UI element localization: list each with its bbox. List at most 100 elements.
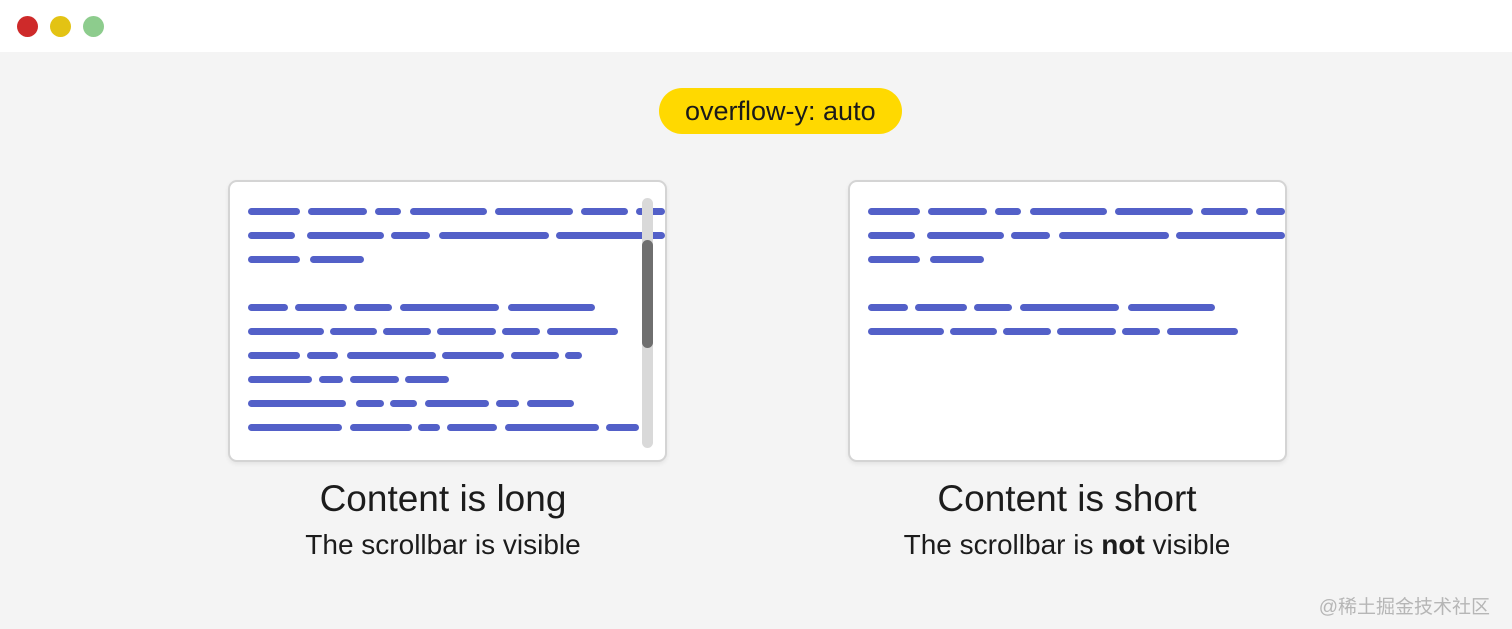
- skeleton-space: [343, 376, 350, 383]
- skeleton-space: [967, 304, 974, 311]
- skeleton-segment: [868, 232, 915, 239]
- skeleton-segment: [995, 208, 1022, 215]
- skeleton-segment: [356, 400, 384, 407]
- close-window-button[interactable]: [17, 16, 38, 37]
- skeleton-segment: [447, 424, 497, 431]
- skeleton-space: [401, 208, 409, 215]
- skeleton-segment: [1201, 208, 1248, 215]
- caption-long-title: Content is long: [319, 478, 567, 519]
- caption-long-subtitle: The scrollbar is visible: [163, 527, 723, 563]
- skeleton-segment: [1058, 232, 1169, 239]
- skeleton-space: [342, 424, 350, 431]
- skeleton-segment: [248, 232, 295, 239]
- skeleton-space: [920, 256, 930, 263]
- window-titlebar: [0, 0, 1512, 52]
- skeleton-segment: [606, 424, 639, 431]
- maximize-window-button[interactable]: [83, 16, 104, 37]
- skeleton-space: [920, 208, 928, 215]
- skeleton-space: [440, 424, 447, 431]
- skeleton-content-short: [868, 208, 1285, 460]
- skeleton-segment: [527, 400, 574, 407]
- skeleton-row: [248, 424, 665, 431]
- skeleton-row: [248, 256, 665, 263]
- skeleton-segment: [347, 352, 436, 359]
- skeleton-segment: [248, 208, 301, 215]
- skeleton-segment: [319, 376, 343, 383]
- skeleton-row: [248, 328, 665, 335]
- skeleton-segment: [950, 328, 997, 335]
- skeleton-space: [1248, 208, 1256, 215]
- vertical-scrollbar-thumb[interactable]: [642, 240, 653, 348]
- skeleton-segment: [308, 208, 367, 215]
- caption-short-subtitle-before: The scrollbar is: [903, 529, 1102, 560]
- skeleton-content-long: [248, 208, 665, 460]
- skeleton-segment: [495, 208, 574, 215]
- skeleton-space: [573, 208, 581, 215]
- caption-short-title: Content is short: [937, 478, 1197, 519]
- skeleton-segment: [409, 208, 487, 215]
- skeleton-segment: [307, 352, 338, 359]
- caption-long: Content is long The scrollbar is visible: [163, 476, 723, 563]
- skeleton-segment: [248, 352, 300, 359]
- skeleton-space: [599, 424, 606, 431]
- skeleton-space: [1021, 208, 1029, 215]
- skeleton-segment: [1057, 328, 1116, 335]
- vertical-scrollbar-track[interactable]: [642, 198, 653, 448]
- caption-short: Content is short The scrollbar is not vi…: [787, 476, 1347, 563]
- skeleton-segment: [248, 376, 312, 383]
- skeleton-space: [504, 352, 511, 359]
- skeleton-space: [1012, 304, 1020, 311]
- skeleton-row: [248, 376, 665, 383]
- skeleton-space: [347, 304, 354, 311]
- skeleton-space: [1107, 208, 1115, 215]
- skeleton-space: [489, 400, 496, 407]
- skeleton-space: [499, 304, 508, 311]
- traffic-light-buttons: [17, 16, 104, 37]
- skeleton-row: [868, 232, 1285, 239]
- skeleton-segment: [248, 400, 346, 407]
- skeleton-segment: [1122, 328, 1160, 335]
- skeleton-space: [519, 400, 527, 407]
- scroll-demo-card-short[interactable]: [848, 180, 1287, 462]
- skeleton-segment: [1003, 328, 1051, 335]
- skeleton-segment: [868, 328, 944, 335]
- skeleton-row: [868, 256, 1285, 263]
- skeleton-segment: [868, 304, 908, 311]
- skeleton-space: [392, 304, 400, 311]
- skeleton-space: [549, 232, 557, 239]
- caption-short-subtitle: The scrollbar is not visible: [787, 527, 1347, 563]
- skeleton-segment: [310, 256, 364, 263]
- skeleton-row: [248, 232, 665, 239]
- skeleton-segment: [354, 304, 392, 311]
- skeleton-space: [1119, 304, 1128, 311]
- skeleton-space: [300, 256, 310, 263]
- scroll-demo-card-long[interactable]: [228, 180, 667, 462]
- skeleton-segment: [295, 304, 347, 311]
- skeleton-space: [367, 208, 375, 215]
- skeleton-segment: [502, 328, 540, 335]
- skeleton-space: [346, 400, 356, 407]
- minimize-window-button[interactable]: [50, 16, 71, 37]
- caption-short-subtitle-strong: not: [1101, 529, 1145, 560]
- skeleton-segment: [390, 232, 431, 239]
- skeleton-segment: [390, 400, 417, 407]
- skeleton-segment: [248, 328, 324, 335]
- skeleton-segment: [248, 424, 342, 431]
- skeleton-space: [430, 232, 438, 239]
- skeleton-space: [987, 208, 995, 215]
- skeleton-segment: [383, 328, 431, 335]
- skeleton-segment: [511, 352, 559, 359]
- skeleton-space: [1004, 232, 1011, 239]
- skeleton-row: [868, 328, 1285, 335]
- skeleton-segment: [1010, 232, 1051, 239]
- overflow-property-badge: overflow-y: auto: [659, 88, 902, 134]
- skeleton-segment: [868, 208, 921, 215]
- skeleton-segment: [1167, 328, 1238, 335]
- skeleton-row: [868, 208, 1285, 215]
- skeleton-row: [248, 352, 665, 359]
- skeleton-segment: [556, 232, 665, 239]
- skeleton-segment: [418, 424, 440, 431]
- skeleton-segment: [442, 352, 504, 359]
- skeleton-segment: [496, 400, 519, 407]
- skeleton-segment: [581, 208, 628, 215]
